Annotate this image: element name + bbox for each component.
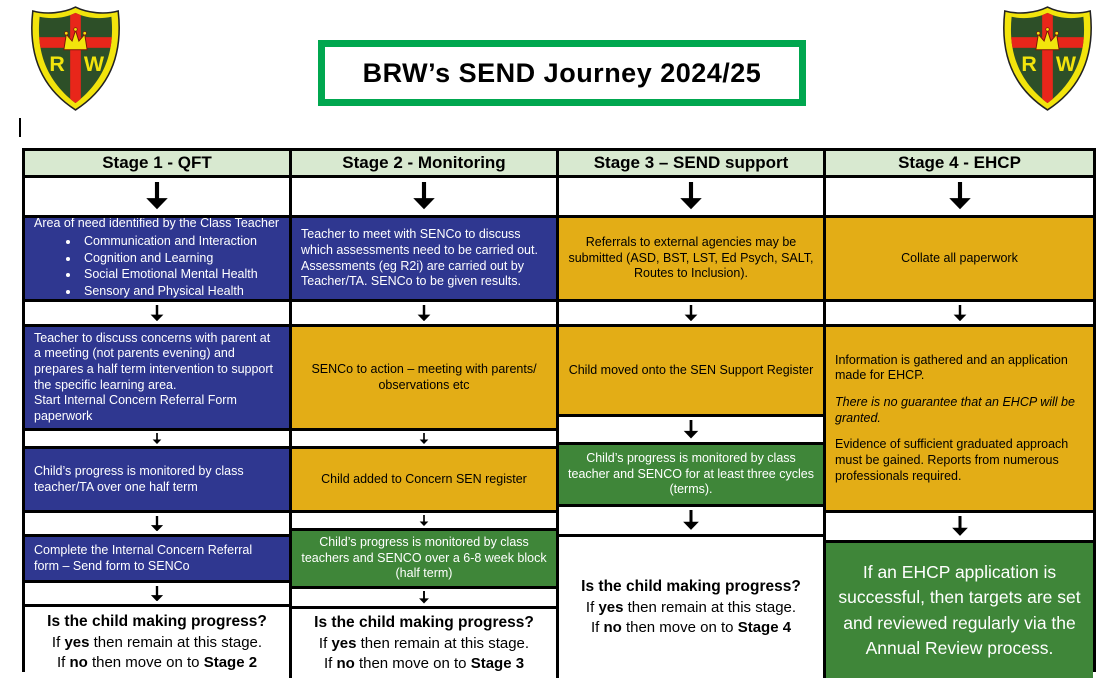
flow-arrow-cell	[25, 431, 289, 449]
stage1-step-identify: Area of need identified by the Class Tea…	[25, 218, 289, 302]
question-no-line: If no then move on to Stage 4	[590, 619, 792, 637]
need-area-item: Sensory and Physical Health	[80, 284, 280, 299]
flow-arrow-cell	[25, 178, 289, 218]
stage1-header: Stage 1 - QFT	[25, 151, 289, 178]
need-area-item: Communication and Interaction	[80, 234, 280, 250]
down-arrow-icon	[953, 304, 966, 321]
flow-arrow-cell	[292, 589, 556, 609]
application-disclaimer: There is no guarantee that an EHCP will …	[835, 395, 1075, 425]
stage2-step-concern-register: Child added to Concern SEN register	[292, 449, 556, 513]
school-crest-left-logo: R W	[31, 6, 120, 111]
down-arrow-icon	[419, 432, 429, 444]
stage3-step-referrals: Referrals to external agencies may be su…	[559, 218, 823, 302]
crest-crown-icon	[1035, 28, 1060, 51]
flow-arrow-cell	[559, 302, 823, 327]
stage4-header: Stage 4 - EHCP	[826, 151, 1093, 178]
down-arrow-icon	[948, 182, 971, 210]
down-arrow-icon	[150, 515, 164, 531]
stage1-step-complete-form: Complete the Internal Concern Referral f…	[25, 537, 289, 583]
flow-arrow-cell	[559, 178, 823, 218]
application-text: Information is gathered and an applicati…	[835, 352, 1068, 383]
flow-arrow-cell	[559, 417, 823, 445]
school-crest-right-logo: R W	[1003, 6, 1092, 111]
crest-letter-w: W	[1056, 52, 1077, 76]
flow-arrow-cell	[826, 178, 1093, 218]
question-no-line: If no then move on to Stage 3	[323, 655, 525, 673]
stage4-column: Stage 4 - EHCP Collate all paperwork Inf…	[826, 151, 1093, 679]
flow-arrow-cell	[826, 513, 1093, 543]
title-box: BRW’s SEND Journey 2024/25	[318, 40, 806, 106]
question-title: Is the child making progress?	[581, 578, 801, 595]
down-arrow-icon	[684, 304, 698, 321]
text-cursor-mark	[19, 118, 21, 137]
stage1-step-discuss: Teacher to discuss concerns with parent …	[25, 327, 289, 431]
stage2-column: Stage 2 - Monitoring Teacher to meet wit…	[292, 151, 559, 679]
down-arrow-icon	[152, 432, 162, 444]
down-arrow-icon	[683, 420, 699, 439]
stage2-progress-question: Is the child making progress? If yes the…	[292, 609, 556, 679]
step-intro: Area of need identified by the Class Tea…	[34, 218, 280, 231]
flow-arrow-cell	[559, 507, 823, 537]
down-arrow-icon	[683, 510, 699, 531]
need-areas-list: Communication and Interaction Cognition …	[34, 234, 280, 299]
question-no-line: If no then move on to Stage 2	[56, 654, 258, 672]
down-arrow-icon	[150, 585, 164, 601]
stage3-header: Stage 3 – SEND support	[559, 151, 823, 178]
need-area-item: Social Emotional Mental Health	[80, 267, 280, 283]
stage4-step-collate: Collate all paperwork	[826, 218, 1093, 302]
stage2-header: Stage 2 - Monitoring	[292, 151, 556, 178]
down-arrow-icon	[951, 516, 968, 537]
flow-arrow-cell	[25, 513, 289, 537]
crest-letter-r: R	[1021, 52, 1036, 76]
down-arrow-icon	[413, 182, 435, 210]
stage3-step-monitor-cycles: Child’s progress is monitored by class t…	[559, 445, 823, 507]
stage3-progress-question: Is the child making progress? If yes the…	[559, 537, 823, 679]
down-arrow-icon	[417, 304, 431, 321]
crest-letter-w: W	[84, 52, 105, 76]
stage2-step-monitor-block: Child’s progress is monitored by class t…	[292, 531, 556, 589]
down-arrow-icon	[146, 182, 168, 210]
flow-arrow-cell	[25, 302, 289, 327]
flow-arrow-cell	[25, 583, 289, 607]
down-arrow-icon	[419, 591, 429, 604]
stage1-step-monitor: Child’s progress is monitored by class t…	[25, 449, 289, 513]
stage2-step-assessments: Teacher to meet with SENCo to discuss wh…	[292, 218, 556, 302]
page-title: BRW’s SEND Journey 2024/25	[362, 57, 762, 88]
question-yes-line: If yes then remain at this stage.	[318, 634, 530, 652]
flow-arrow-cell	[292, 302, 556, 327]
stage2-step-senco-action: SENCo to action – meeting with parents/ …	[292, 327, 556, 431]
need-area-item: Cognition and Learning	[80, 251, 280, 267]
application-evidence: Evidence of sufficient graduated approac…	[835, 437, 1069, 483]
stage4-step-application: Information is gathered and an applicati…	[826, 327, 1093, 513]
step-text: Start Internal Concern Referral Form pap…	[34, 393, 237, 423]
flow-arrow-cell	[292, 178, 556, 218]
send-journey-flow-table: Stage 1 - QFT Area of need identified by…	[22, 148, 1096, 679]
flow-arrow-cell	[826, 302, 1093, 327]
stage3-step-sen-register: Child moved onto the SEN Support Registe…	[559, 327, 823, 417]
question-yes-line: If yes then remain at this stage.	[585, 598, 797, 616]
stage4-outcome: If an EHCP application is successful, th…	[826, 543, 1093, 679]
down-arrow-icon	[680, 182, 702, 210]
stage3-column: Stage 3 – SEND support Referrals to exte…	[559, 151, 826, 679]
crest-letter-r: R	[49, 52, 64, 76]
stage1-progress-question: Is the child making progress? If yes the…	[25, 607, 289, 679]
question-title: Is the child making progress?	[47, 613, 267, 630]
crest-crown-icon	[63, 28, 88, 51]
down-arrow-icon	[419, 514, 429, 526]
question-title: Is the child making progress?	[314, 614, 534, 631]
flow-arrow-cell	[292, 431, 556, 449]
question-yes-line: If yes then remain at this stage.	[51, 633, 263, 651]
step-text: Teacher to discuss concerns with parent …	[34, 330, 274, 392]
down-arrow-icon	[150, 304, 164, 321]
flow-arrow-cell	[292, 513, 556, 531]
stage1-column: Stage 1 - QFT Area of need identified by…	[25, 151, 292, 679]
